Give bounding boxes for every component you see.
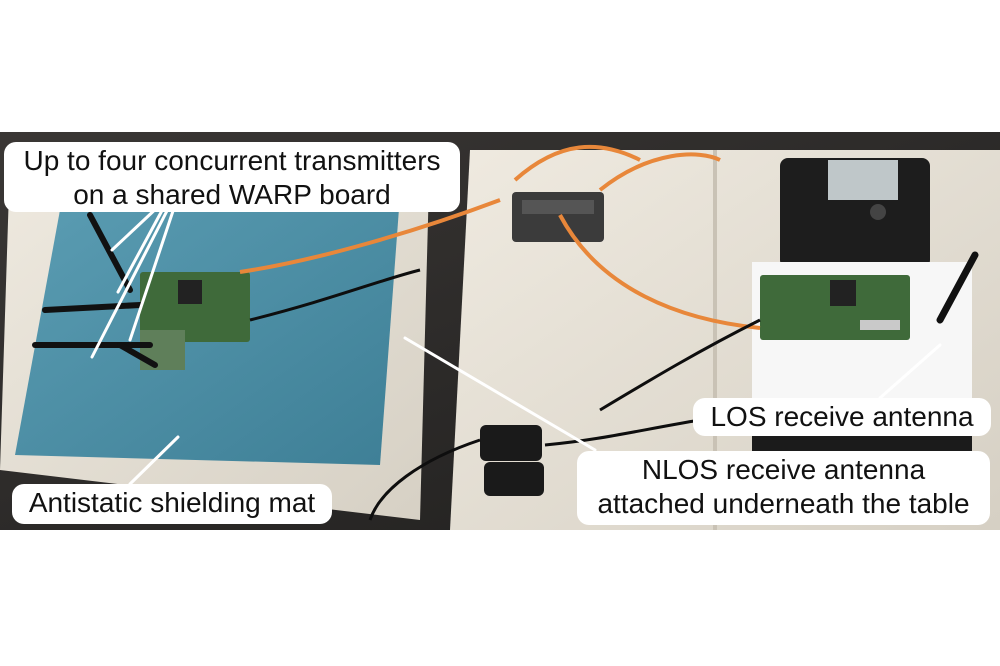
los-antenna bbox=[936, 251, 979, 324]
label-transmitters-line1: Up to four concurrent transmitters bbox=[23, 145, 441, 176]
callout-lines bbox=[90, 203, 942, 486]
label-transmitters-line2: on a shared WARP board bbox=[73, 179, 391, 210]
label-nlos-line2: attached underneath the table bbox=[597, 488, 970, 519]
desk-phone bbox=[780, 158, 930, 268]
label-nlos-line1: NLOS receive antenna bbox=[641, 454, 926, 485]
black-cables bbox=[249, 268, 761, 521]
label-nlos: NLOS receive antenna attached underneath… bbox=[577, 451, 990, 525]
label-mat-text: Antistatic shielding mat bbox=[28, 487, 316, 518]
label-los: LOS receive antenna bbox=[693, 398, 991, 436]
transmitter-antennas bbox=[32, 212, 158, 368]
transmitter-warp-board bbox=[140, 272, 250, 370]
table-seam bbox=[713, 150, 717, 530]
power-supplies bbox=[480, 425, 544, 496]
label-mat: Antistatic shielding mat bbox=[12, 484, 332, 524]
router bbox=[512, 192, 604, 242]
label-los-text: LOS receive antenna bbox=[710, 401, 974, 432]
label-transmitters: Up to four concurrent transmitters on a … bbox=[4, 142, 460, 212]
los-warp-board bbox=[760, 275, 910, 340]
ethernet-cables bbox=[239, 144, 761, 330]
